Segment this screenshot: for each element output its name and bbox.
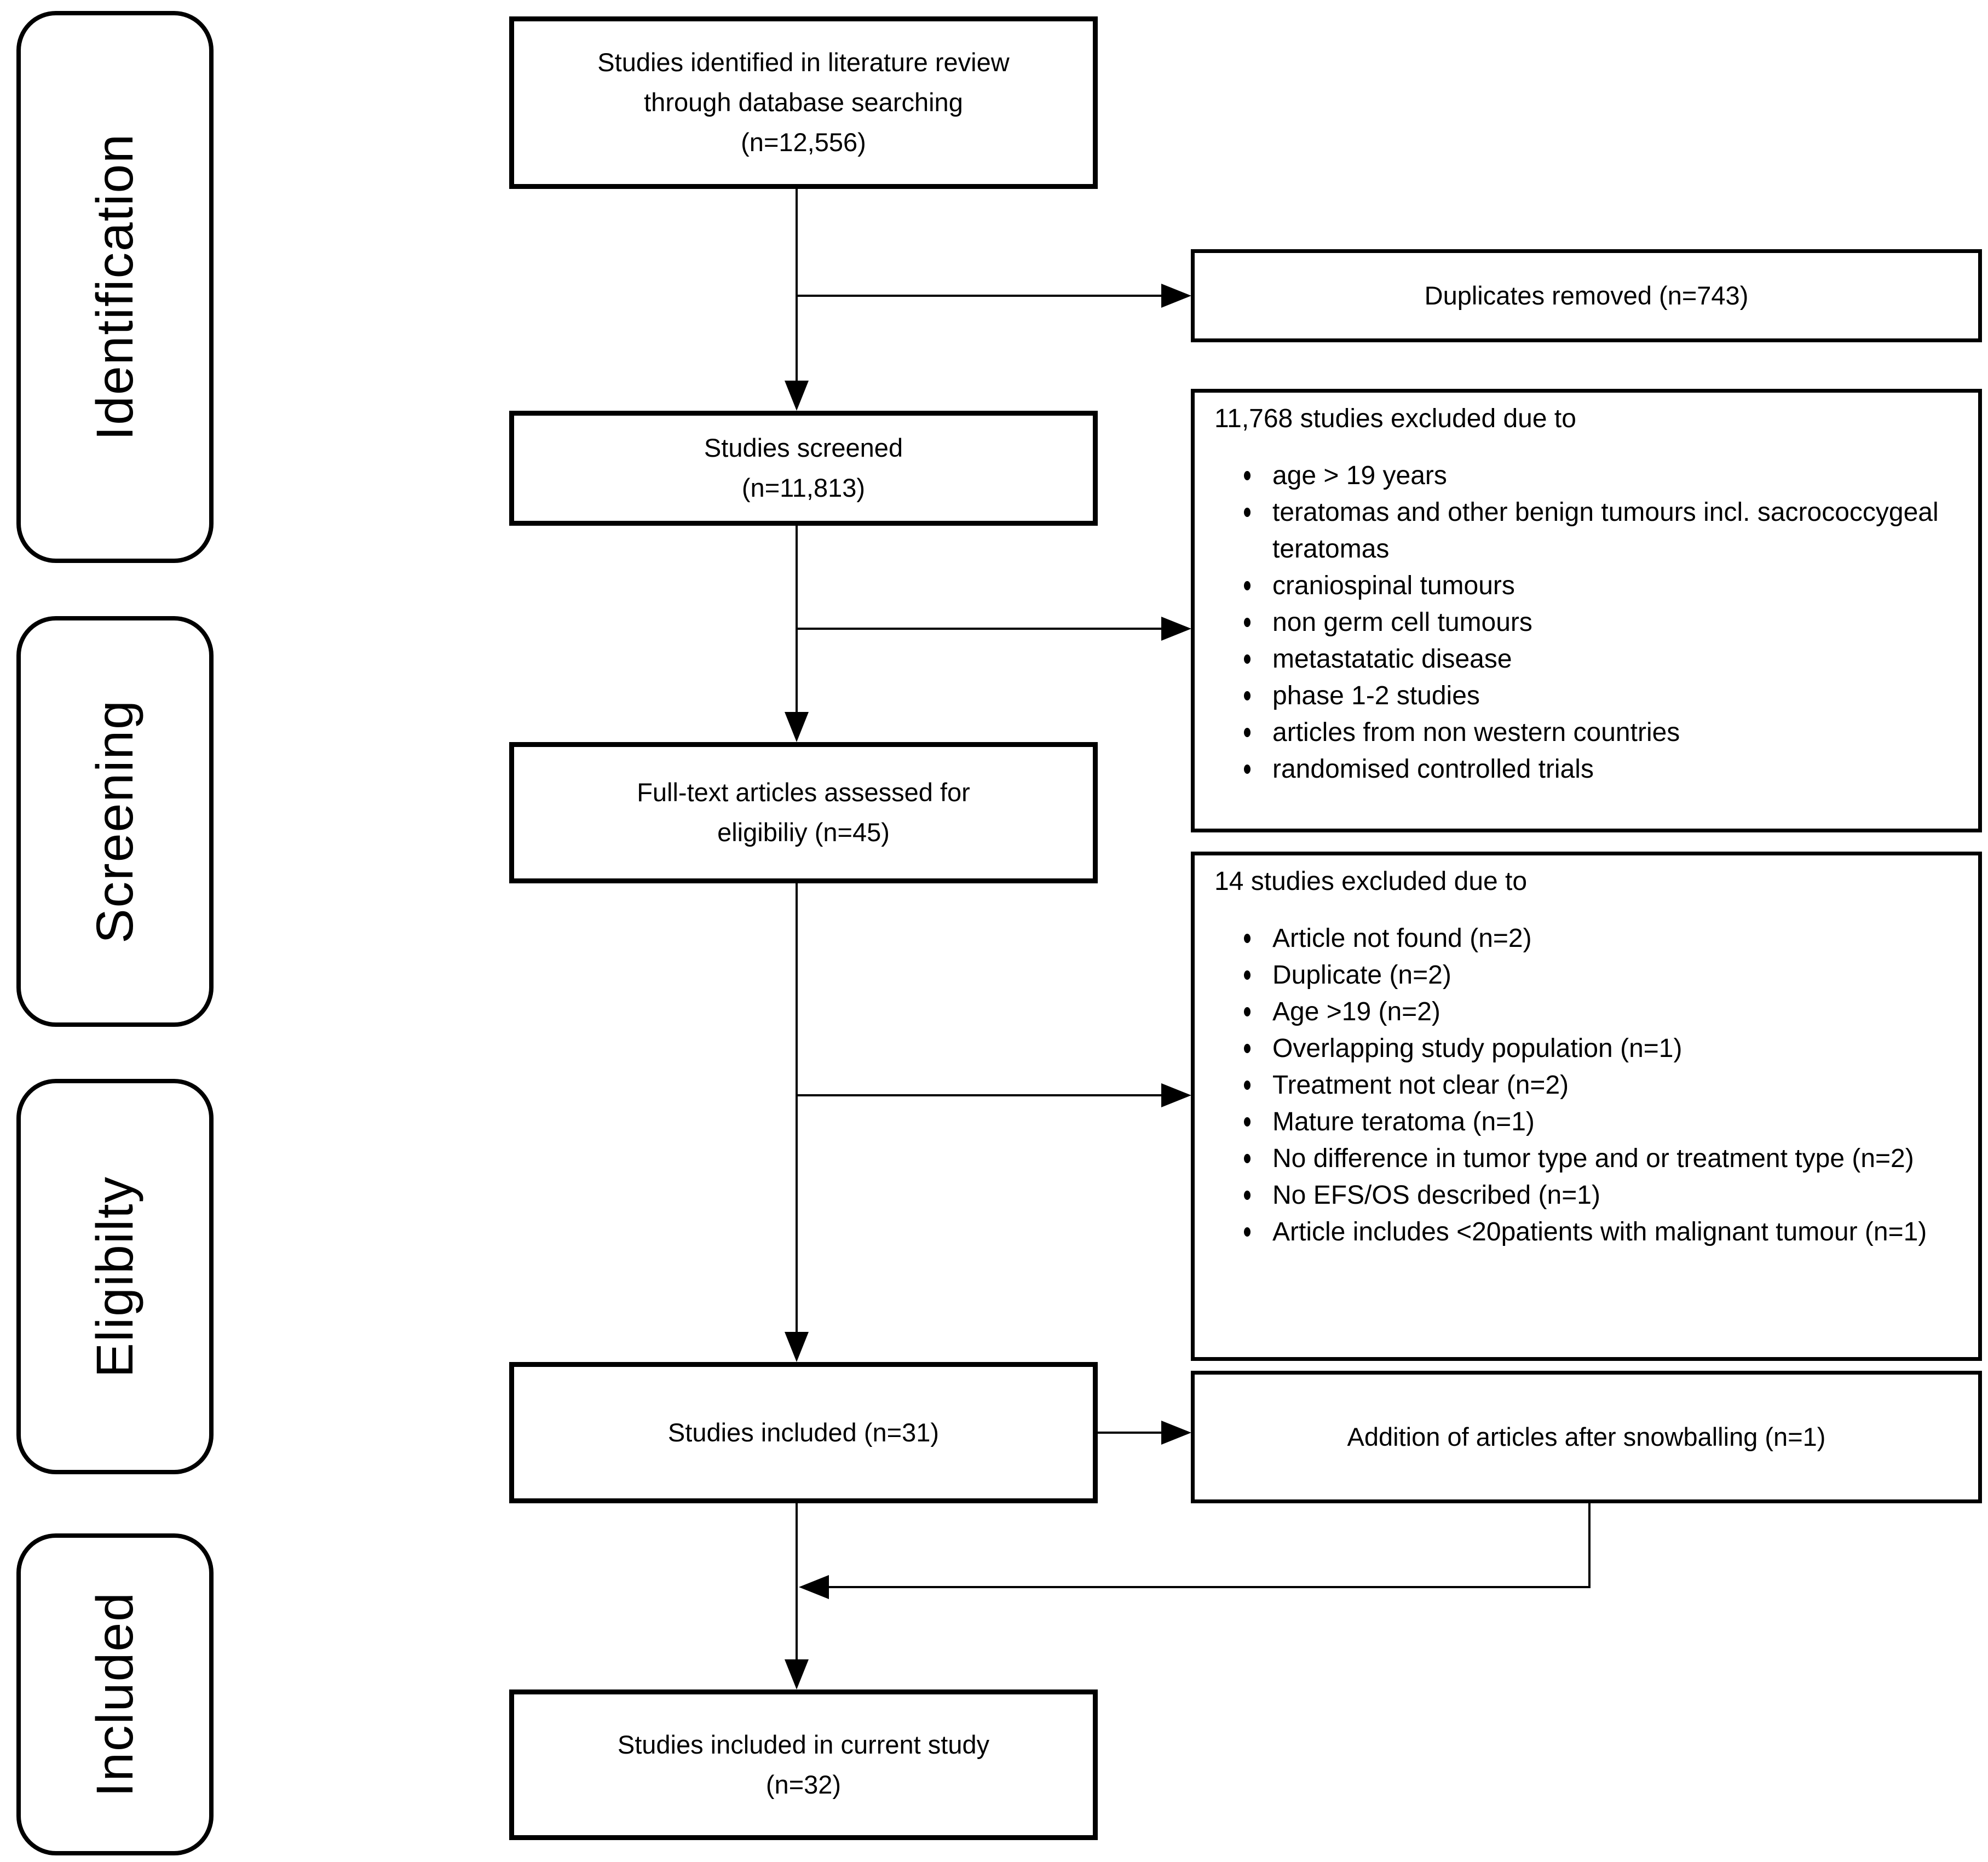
connector-branch-exclusion2 xyxy=(796,1094,1162,1096)
excluded-reason-item: Article not found (n=2) xyxy=(1238,920,1956,957)
box-studies-included-final: Studies included in current study (n=32) xyxy=(509,1689,1098,1840)
stage-included: Included xyxy=(16,1533,214,1855)
excluded-reason-item: randomised controlled trials xyxy=(1238,751,1956,788)
box-duplicates-removed: Duplicates removed (n=743) xyxy=(1191,249,1982,342)
connector-included-to-addition xyxy=(1098,1432,1162,1434)
connector-fulltext-to-included xyxy=(796,883,798,1333)
excluded-reason-item: No difference in tumor type and or treat… xyxy=(1238,1140,1956,1177)
excluded-eligibility-header: 14 studies excluded due to xyxy=(1214,867,1528,896)
connector-included-to-final xyxy=(796,1503,798,1660)
box-fulltext-assessed: Full-text articles assessed for eligibil… xyxy=(509,742,1098,883)
excluded-reason-item: craniospinal tumours xyxy=(1238,567,1956,604)
excluded-reason-item: No EFS/OS described (n=1) xyxy=(1238,1177,1956,1214)
stage-included-label: Included xyxy=(85,1591,144,1797)
stage-identification: Identification xyxy=(16,11,214,563)
box-studies-screened: Studies screened (n=11,813) xyxy=(509,411,1098,526)
connector-identified-to-screened xyxy=(796,189,798,382)
excluded-reason-item: Duplicate (n=2) xyxy=(1238,957,1956,993)
arrowhead-to-included xyxy=(785,1332,809,1362)
connector-branch-exclusion1 xyxy=(796,628,1162,630)
stage-eligibility-label: Eligibilty xyxy=(85,1175,144,1378)
stage-screening-label: Screening xyxy=(85,699,144,944)
arrowhead-merge-left xyxy=(799,1575,829,1599)
connector-addition-merge xyxy=(828,1586,1591,1588)
box-snowballing-addition: Addition of articles after snowballing (… xyxy=(1191,1371,1982,1503)
excluded-reason-item: teratomas and other benign tumours incl.… xyxy=(1238,494,1956,567)
excluded-reason-item: Age >19 (n=2) xyxy=(1238,993,1956,1030)
excluded-reason-item: Treatment not clear (n=2) xyxy=(1238,1067,1956,1104)
box-excluded-eligibility: 14 studies excluded due to Article not f… xyxy=(1191,852,1982,1361)
connector-branch-duplicates xyxy=(796,295,1162,297)
excluded-reason-item: Mature teratoma (n=1) xyxy=(1238,1104,1956,1140)
excluded-eligibility-list: Article not found (n=2)Duplicate (n=2)Ag… xyxy=(1238,920,1956,1250)
arrowhead-to-fulltext xyxy=(785,712,809,742)
excluded-reason-item: non germ cell tumours xyxy=(1238,604,1956,641)
excluded-reason-item: metastatatic disease xyxy=(1238,641,1956,677)
excluded-screening-header: 11,768 studies excluded due to xyxy=(1214,404,1576,433)
box-excluded-screening: 11,768 studies excluded due to age > 19 … xyxy=(1191,389,1982,832)
stage-screening: Screening xyxy=(16,616,214,1027)
box-studies-identified: Studies identified in literature review … xyxy=(509,16,1098,189)
arrowhead-to-addition xyxy=(1161,1421,1191,1445)
excluded-reason-item: Overlapping study population (n=1) xyxy=(1238,1030,1956,1067)
stage-identification-label: Identification xyxy=(85,133,144,441)
arrowhead-to-duplicates xyxy=(1161,284,1191,308)
arrowhead-to-exclusion2 xyxy=(1161,1083,1191,1107)
box-studies-included: Studies included (n=31) xyxy=(509,1362,1098,1503)
excluded-reason-item: age > 19 years xyxy=(1238,457,1956,494)
excluded-reason-item: phase 1-2 studies xyxy=(1238,677,1956,714)
arrowhead-to-screened xyxy=(785,381,809,411)
connector-addition-down xyxy=(1588,1503,1591,1588)
excluded-reason-item: articles from non western countries xyxy=(1238,714,1956,751)
stage-eligibility: Eligibilty xyxy=(16,1079,214,1474)
arrowhead-to-exclusion1 xyxy=(1161,617,1191,641)
arrowhead-to-final xyxy=(785,1659,809,1689)
connector-screened-to-fulltext xyxy=(796,526,798,713)
excluded-reason-item: Article includes <20patients with malign… xyxy=(1238,1214,1956,1250)
